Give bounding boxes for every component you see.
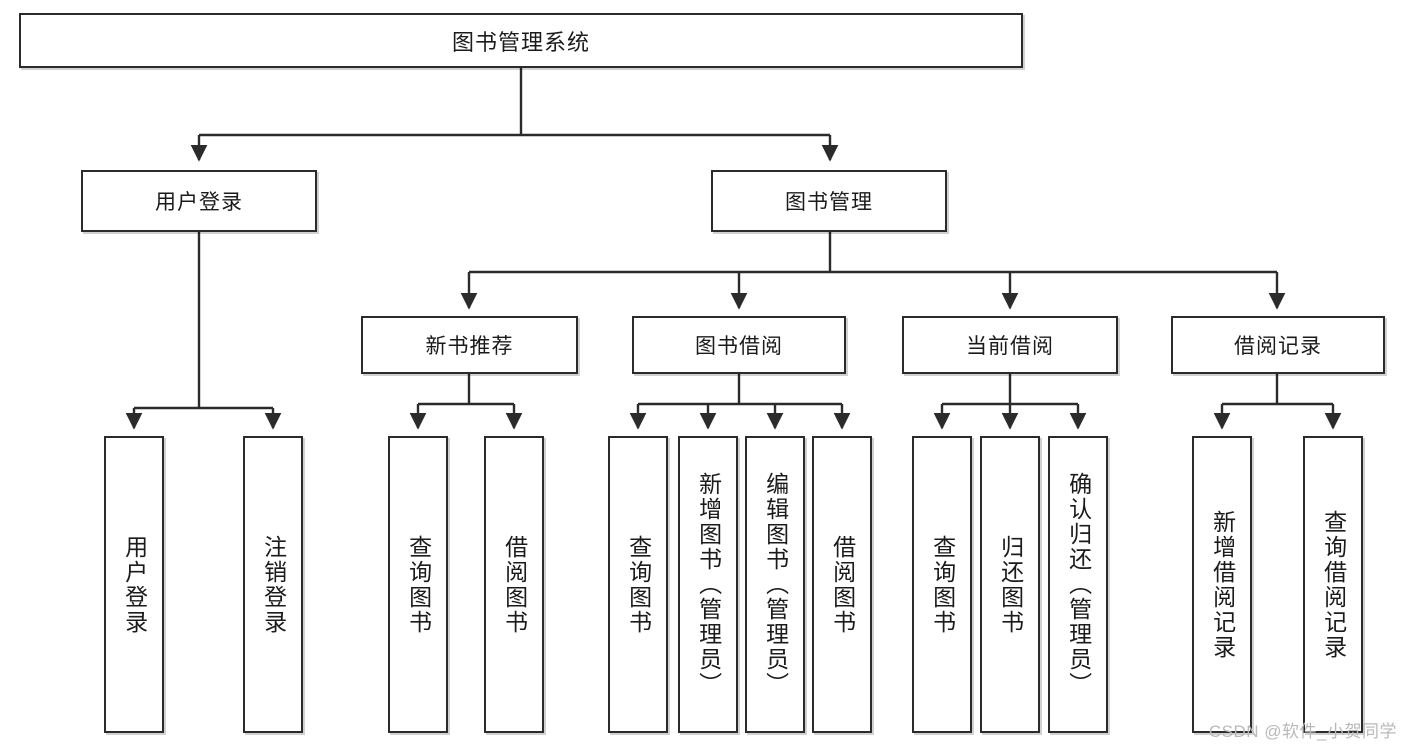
node-label: 用户登录: [155, 191, 243, 214]
node-label: 查询图书: [405, 534, 432, 635]
leaf-borrow-book-recommend[interactable]: 借阅图书: [484, 436, 544, 733]
node-borrow-record[interactable]: 借阅记录: [1171, 316, 1385, 374]
leaf-add-book[interactable]: 新增图书（管理员）: [678, 436, 738, 733]
node-label: 借阅图书: [501, 534, 528, 635]
node-label: 借阅记录: [1234, 335, 1322, 358]
node-label: 注销登录: [260, 534, 287, 635]
leaf-return-book[interactable]: 归还图书: [980, 436, 1040, 733]
node-label: 新增图书（管理员）: [695, 472, 722, 697]
leaf-borrow-book[interactable]: 借阅图书: [812, 436, 872, 733]
leaf-query-book-recommend[interactable]: 查询图书: [388, 436, 448, 733]
leaf-edit-book[interactable]: 编辑图书（管理员）: [745, 436, 805, 733]
node-current-borrow[interactable]: 当前借阅: [902, 316, 1118, 374]
node-root-system[interactable]: 图书管理系统: [19, 13, 1023, 68]
node-label: 编辑图书（管理员）: [762, 472, 789, 697]
node-label: 查询借阅记录: [1320, 509, 1347, 660]
node-label: 当前借阅: [966, 335, 1054, 358]
node-label: 用户登录: [121, 534, 148, 635]
leaf-confirm-return[interactable]: 确认归还（管理员）: [1048, 436, 1108, 733]
node-label: 图书管理系统: [451, 29, 590, 55]
leaf-query-borrow-record[interactable]: 查询借阅记录: [1303, 436, 1363, 733]
node-book-manage[interactable]: 图书管理: [711, 170, 947, 232]
node-new-book-recommend[interactable]: 新书推荐: [361, 316, 578, 374]
node-label: 新增借阅记录: [1209, 509, 1236, 660]
node-label: 新书推荐: [425, 335, 514, 358]
leaf-add-borrow-record[interactable]: 新增借阅记录: [1192, 436, 1252, 733]
node-label: 查询图书: [625, 534, 652, 635]
watermark-text: CSDN @软件_小贺同学: [1208, 722, 1397, 741]
leaf-user-login[interactable]: 用户登录: [104, 436, 164, 733]
node-user-login[interactable]: 用户登录: [81, 170, 317, 232]
node-book-borrow[interactable]: 图书借阅: [632, 316, 846, 374]
leaf-logout-login[interactable]: 注销登录: [243, 436, 303, 733]
leaf-query-book-borrow[interactable]: 查询图书: [608, 436, 668, 733]
node-label: 图书借阅: [695, 335, 783, 358]
node-label: 确认归还（管理员）: [1065, 472, 1092, 697]
node-label: 图书管理: [785, 191, 873, 214]
leaf-query-book-current[interactable]: 查询图书: [912, 436, 972, 733]
node-label: 查询图书: [929, 534, 956, 635]
node-label: 借阅图书: [829, 534, 856, 635]
node-label: 归还图书: [997, 534, 1024, 635]
